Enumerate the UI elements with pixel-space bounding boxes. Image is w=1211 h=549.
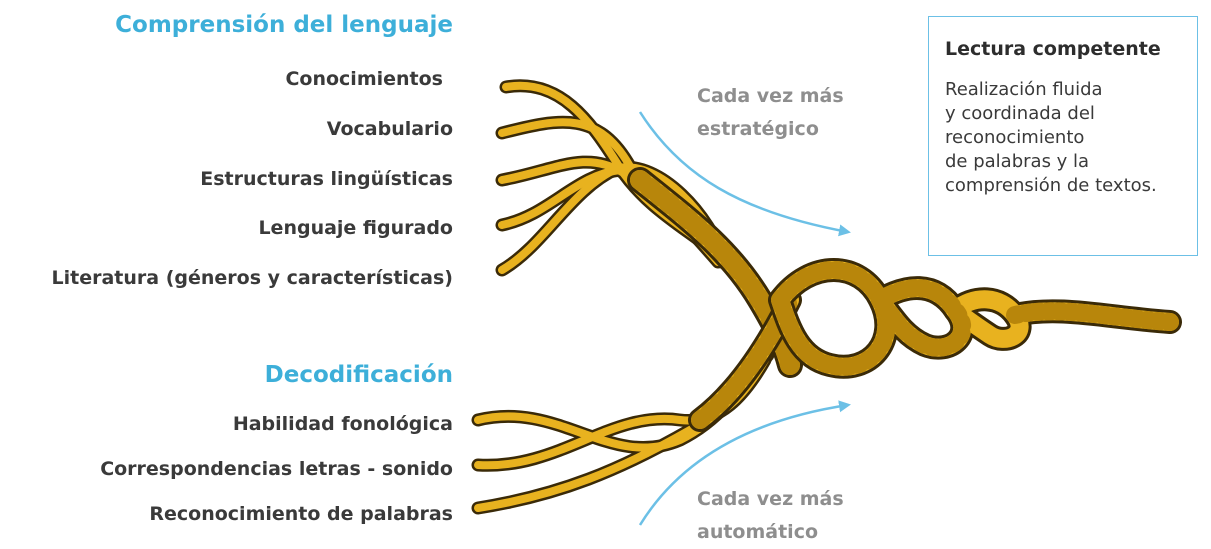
decoding-item-correspondence: Correspondencias letras - sonido xyxy=(100,458,453,480)
strategic-line-1: Cada vez más xyxy=(697,85,844,107)
upper-rope xyxy=(627,167,803,378)
skilled-reading-line-2: y coordinada del xyxy=(945,103,1095,124)
automatic-line-2: automático xyxy=(697,521,819,543)
skilled-reading-line-3: reconocimiento xyxy=(945,127,1085,148)
upper-strands xyxy=(495,79,732,277)
decoding-item-word-recognition: Reconocimiento de palabras xyxy=(149,503,453,525)
automatic-annotation: Cada vez más automático xyxy=(697,483,844,549)
strategic-arrow xyxy=(638,111,851,237)
automatic-arrow xyxy=(638,400,851,526)
twisted-rope xyxy=(768,258,1182,379)
comprehension-item-figurative: Lenguaje figurado xyxy=(258,217,453,239)
comprehension-item-knowledge: Conocimientos xyxy=(285,68,443,90)
decoding-item-phonological: Habilidad fonológica xyxy=(232,413,453,435)
comprehension-item-vocabulary: Vocabulario xyxy=(326,118,453,140)
decoding-heading: Decodificación xyxy=(264,362,453,388)
strategic-annotation: Cada vez más estratégico xyxy=(697,80,844,146)
skilled-reading-line-4: de palabras y la xyxy=(945,151,1090,172)
skilled-reading-line-1: Realización fluida xyxy=(945,79,1103,100)
skilled-reading-line-5: comprensión de textos. xyxy=(945,175,1157,196)
comprehension-item-structures: Estructuras lingüísticas xyxy=(200,168,453,190)
skilled-reading-title: Lectura competente xyxy=(945,38,1161,60)
strategic-line-2: estratégico xyxy=(697,118,819,140)
automatic-line-1: Cada vez más xyxy=(697,488,844,510)
skilled-reading-box: Lectura competente Realización fluida y … xyxy=(928,16,1198,256)
comprehension-heading: Comprensión del lenguaje xyxy=(115,12,453,38)
comprehension-item-literature: Literatura (géneros y características) xyxy=(51,267,454,289)
